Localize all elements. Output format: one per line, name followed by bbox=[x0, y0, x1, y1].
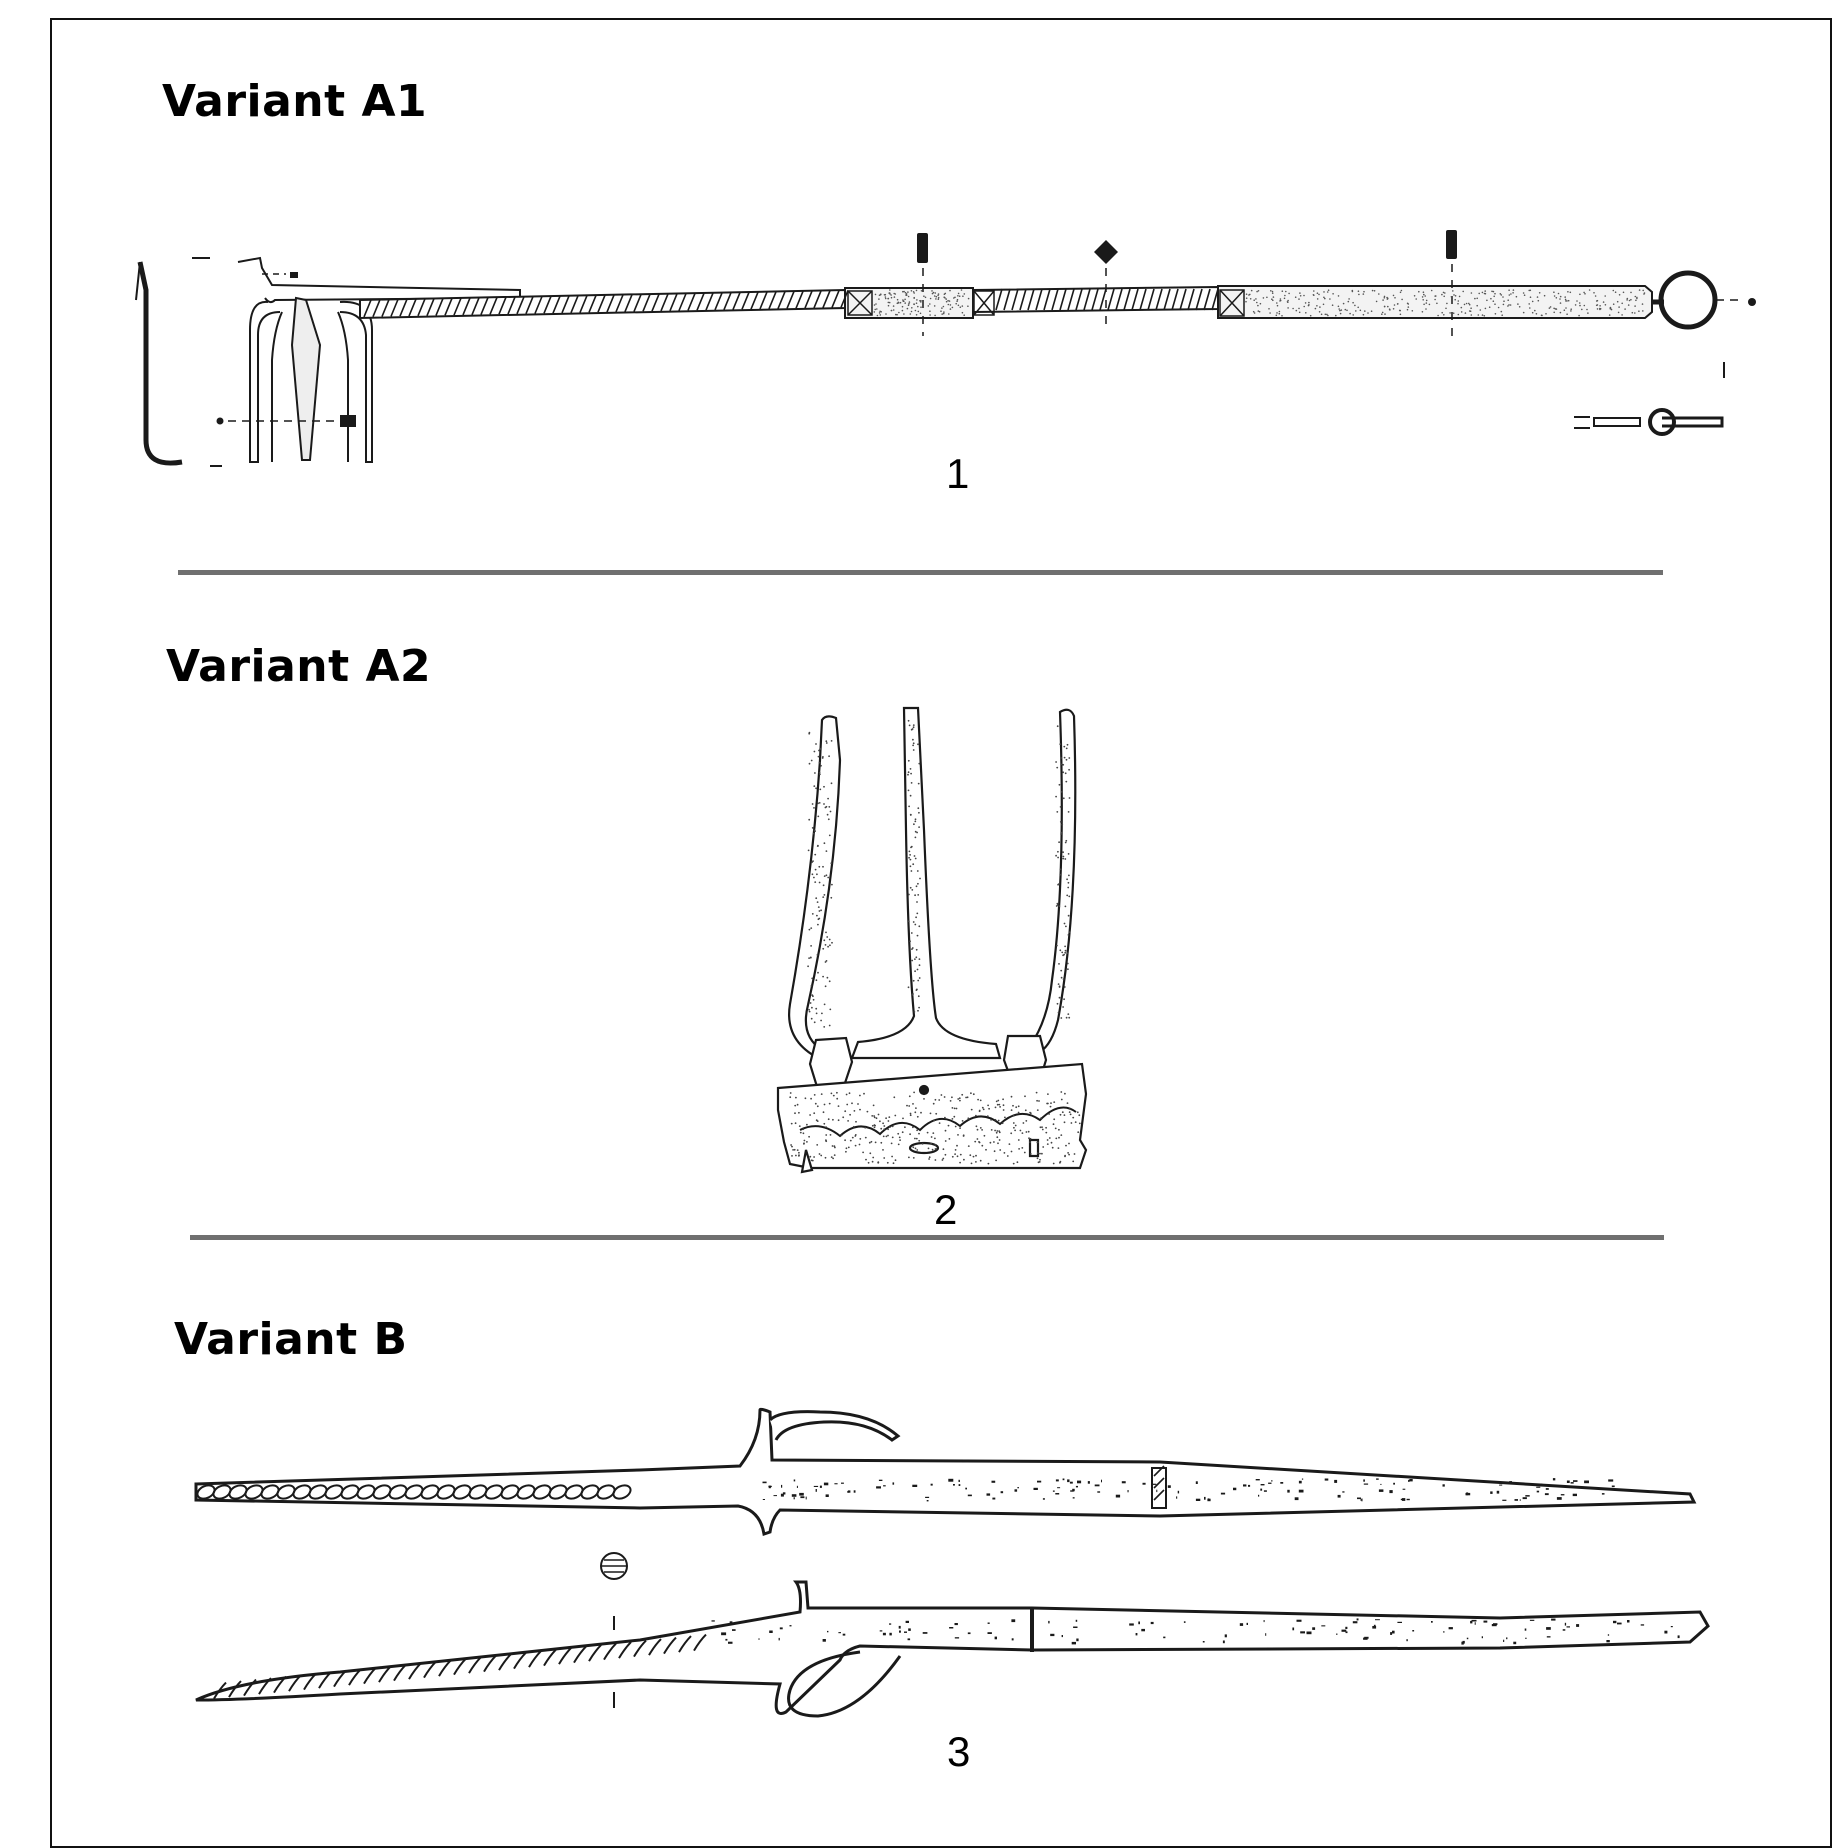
a1-square-segment-2 bbox=[1217, 285, 1653, 319]
variant-a2-drawing bbox=[776, 706, 1088, 1174]
a2-left-tine bbox=[788, 715, 842, 1060]
figure-number-2: 2 bbox=[934, 1186, 958, 1233]
variant-a1-heading: Variant A1 bbox=[162, 76, 428, 127]
b-twist-hatching bbox=[196, 1484, 707, 1700]
a1-cross-section-3 bbox=[1446, 230, 1457, 259]
a1-collar-marks bbox=[847, 289, 1245, 317]
variant-a2-heading: Variant A2 bbox=[166, 641, 432, 692]
b-section-lines bbox=[602, 1465, 1165, 1573]
b-surface-marks bbox=[711, 1478, 1680, 1645]
a1-cross-section-1 bbox=[917, 233, 928, 263]
divider-2 bbox=[190, 1235, 1664, 1240]
figure-number-1: 1 bbox=[946, 450, 970, 497]
a1-stipple bbox=[873, 289, 1646, 317]
a1-trident-head bbox=[237, 256, 521, 463]
a2-block bbox=[776, 1062, 1088, 1170]
variant-b-heading: Variant B bbox=[174, 1314, 408, 1365]
a2-stipple bbox=[789, 719, 1081, 1165]
a2-right-tine bbox=[1028, 708, 1077, 1054]
a1-section-mark-2 bbox=[340, 415, 356, 427]
a2-center-tine bbox=[850, 706, 1002, 1060]
a1-section-mark-1 bbox=[290, 272, 298, 278]
a1-ring-profile bbox=[1574, 408, 1724, 436]
b-lower-spear bbox=[195, 1580, 1710, 1718]
divider-1 bbox=[178, 570, 1663, 575]
a1-side-profile bbox=[137, 261, 183, 466]
b-upper-spear bbox=[194, 1407, 1697, 1536]
a1-twist-hatching-1 bbox=[363, 290, 849, 318]
variant-a1-drawing bbox=[135, 230, 1756, 467]
a1-cross-section-2 bbox=[1094, 240, 1118, 264]
figure-number-3: 3 bbox=[947, 1728, 971, 1775]
a1-twist-hatching-2 bbox=[995, 288, 1219, 311]
